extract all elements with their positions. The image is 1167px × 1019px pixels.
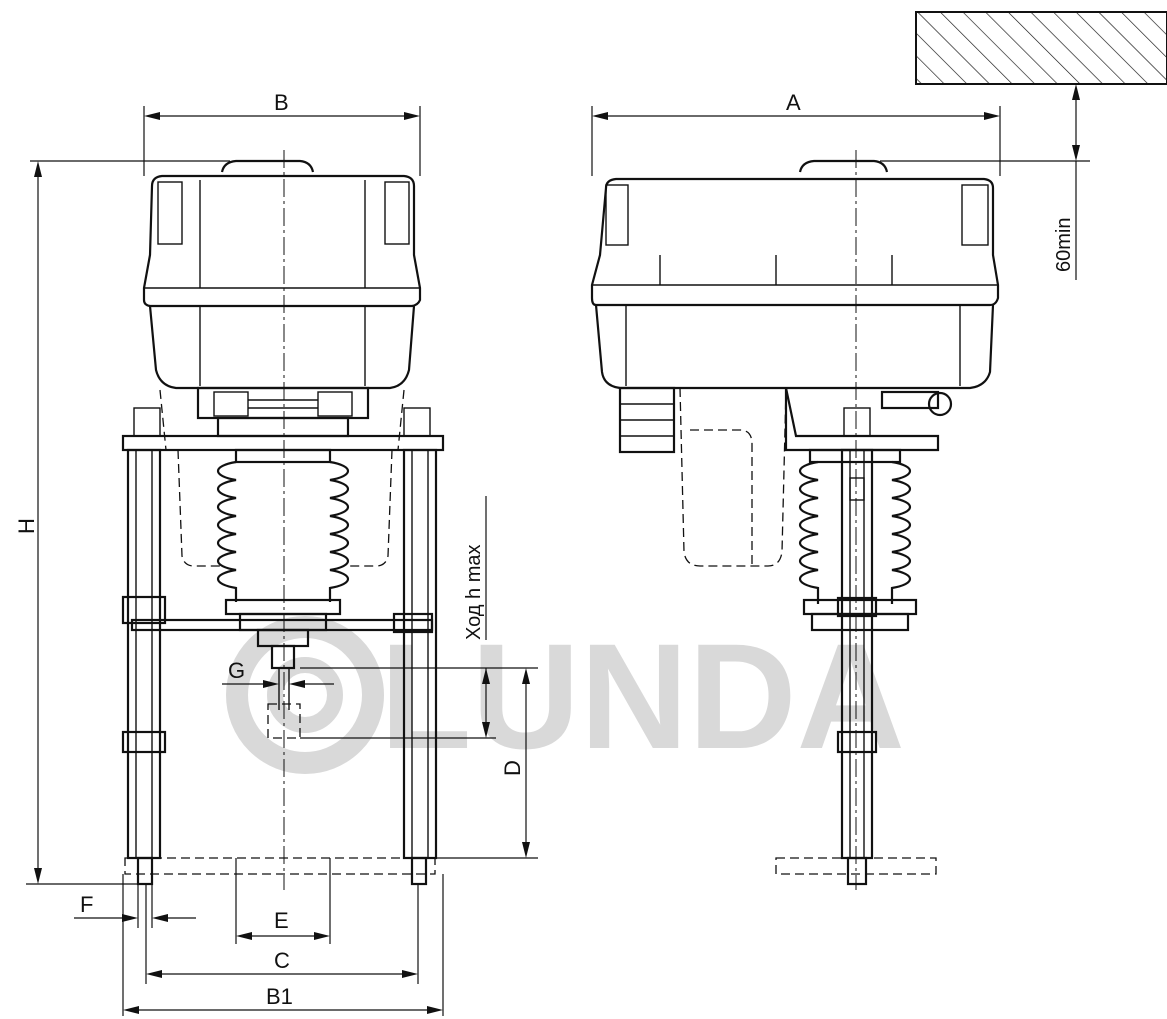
dim-label-f: F: [80, 892, 93, 917]
front-housing-bottom: [148, 305, 416, 390]
dim-label-c: C: [274, 948, 290, 973]
side-view: [590, 150, 1000, 890]
front-view: [121, 150, 445, 890]
side-housing-top: [590, 177, 1000, 307]
front-bellows: [216, 448, 350, 616]
front-top-knob: [220, 159, 315, 173]
side-bellows: [798, 448, 918, 616]
ceiling-hatch: [915, 11, 1167, 85]
dimensions: B A 60min H Ход h max D: [14, 84, 1090, 1016]
front-dashed-base: [124, 857, 436, 875]
dim-label-a: A: [786, 90, 801, 115]
watermark: LUNDA: [226, 612, 905, 780]
watermark-text: LUNDA: [380, 612, 905, 780]
dim-label-h: H: [14, 518, 39, 534]
dim-label-b1: B1: [266, 984, 293, 1009]
dim-label-e: E: [274, 908, 289, 933]
dim-label-stroke: Ход h max: [463, 545, 485, 641]
side-housing-bottom: [594, 304, 995, 390]
dim-label-g: G: [228, 658, 245, 683]
front-housing-top: [142, 174, 422, 308]
side-mounting-plate: [784, 387, 940, 452]
dim-label-60min: 60min: [1053, 218, 1075, 272]
dim-label-b: B: [274, 90, 289, 115]
side-dashed-base: [775, 857, 937, 875]
dim-label-d: D: [500, 760, 525, 776]
front-mounting-plate: [121, 434, 445, 452]
front-left-leg: [126, 448, 162, 860]
